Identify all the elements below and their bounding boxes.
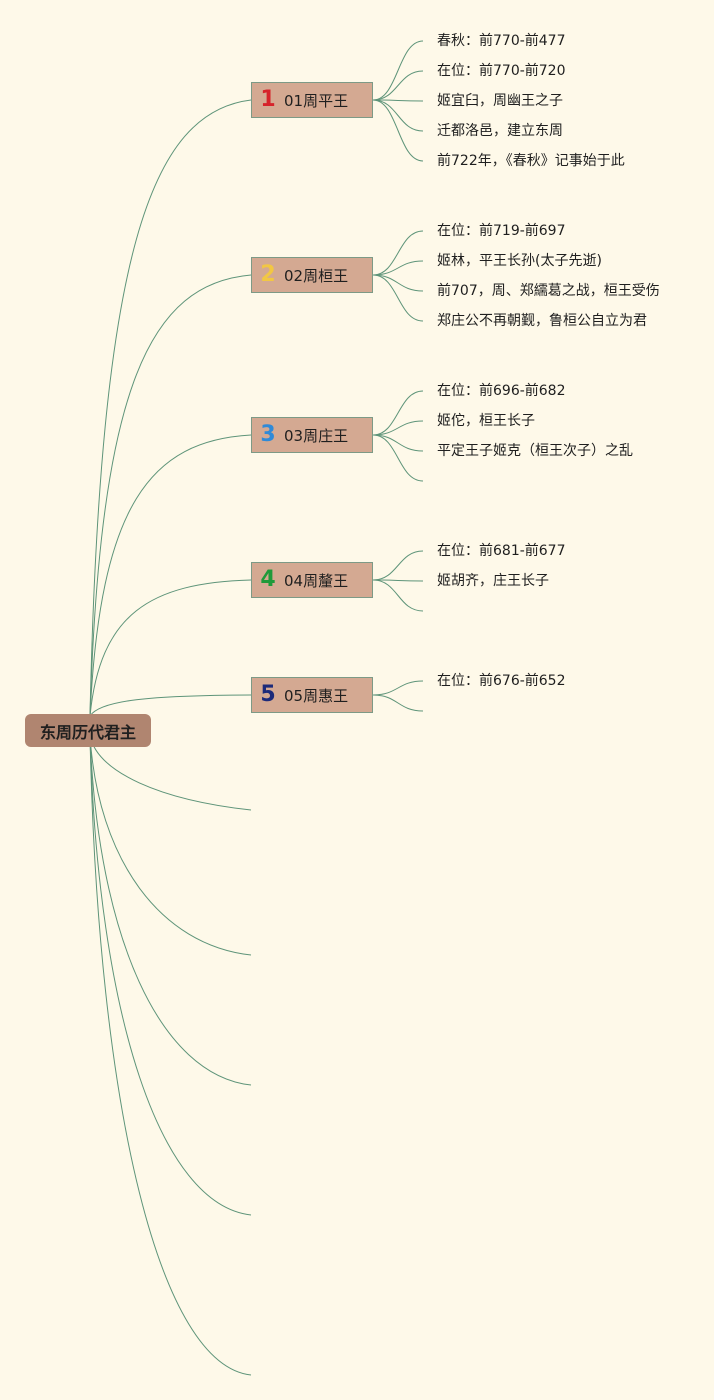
detail-item[interactable]: 在位：前770-前720 <box>437 63 566 79</box>
detail-line <box>372 99 424 102</box>
detail-line <box>372 694 424 712</box>
detail-item[interactable]: 姬宜臼，周幽王之子 <box>437 93 563 109</box>
detail-line <box>372 579 424 582</box>
number-1-icon: 1 <box>260 87 276 112</box>
detail-line <box>372 680 424 696</box>
detail-line <box>372 260 424 276</box>
detail-line <box>372 40 424 101</box>
detail-line <box>372 434 424 482</box>
branch-line <box>89 579 252 717</box>
empty-branch-line <box>89 735 252 1086</box>
detail-item[interactable]: 前722年，《春秋》记事始于此 <box>437 153 625 169</box>
empty-branch-line <box>89 735 252 956</box>
king-label: 03周庄王 <box>284 426 349 445</box>
king-node-huanwang[interactable]: 2 02周桓王 <box>251 257 373 293</box>
detail-item[interactable]: 姬胡齐，庄王长子 <box>437 573 549 589</box>
detail-line <box>372 420 424 436</box>
number-4-icon: 4 <box>260 567 276 592</box>
king-node-huiwang[interactable]: 5 05周惠王 <box>251 677 373 713</box>
empty-branch-line <box>89 735 252 811</box>
empty-branch-line <box>89 735 252 1216</box>
king-label: 04周釐王 <box>284 571 349 590</box>
king-node-xiwang[interactable]: 4 04周釐王 <box>251 562 373 598</box>
detail-item[interactable]: 郑庄公不再朝觐，鲁桓公自立为君 <box>437 313 647 329</box>
detail-line <box>372 274 424 322</box>
detail-line <box>372 99 424 132</box>
detail-line <box>372 70 424 101</box>
detail-line <box>372 579 424 612</box>
king-label: 05周惠王 <box>284 686 349 705</box>
detail-item[interactable]: 平定王子姬克（桓王次子）之乱 <box>437 443 633 459</box>
branch-line <box>89 434 252 717</box>
detail-line <box>372 390 424 436</box>
branch-line <box>89 99 252 717</box>
number-3-icon: 3 <box>260 422 276 447</box>
detail-line <box>372 230 424 276</box>
detail-line <box>372 274 424 292</box>
detail-line <box>372 550 424 581</box>
detail-line <box>372 434 424 452</box>
branch-line <box>89 694 252 717</box>
detail-item[interactable]: 在位：前696-前682 <box>437 383 566 399</box>
number-2-icon: 2 <box>260 262 276 287</box>
detail-item[interactable]: 春秋：前770-前477 <box>437 33 566 49</box>
detail-item[interactable]: 迁都洛邑，建立东周 <box>437 123 563 139</box>
detail-item[interactable]: 在位：前719-前697 <box>437 223 566 239</box>
detail-item[interactable]: 在位：前681-前677 <box>437 543 566 559</box>
detail-item[interactable]: 姬林，平王长孙(太子先逝) <box>437 253 602 269</box>
detail-line <box>372 99 424 162</box>
branch-line <box>89 274 252 717</box>
empty-branch-line <box>89 735 252 1376</box>
detail-item[interactable]: 姬佗，桓王长子 <box>437 413 535 429</box>
root-node[interactable]: 东周历代君主 <box>25 714 151 747</box>
detail-item[interactable]: 在位：前676-前652 <box>437 673 566 689</box>
king-label: 02周桓王 <box>284 266 349 285</box>
king-label: 01周平王 <box>284 91 349 110</box>
detail-item[interactable]: 前707，周、郑繻葛之战，桓王受伤 <box>437 283 660 299</box>
king-node-zhuangwang[interactable]: 3 03周庄王 <box>251 417 373 453</box>
number-5-icon: 5 <box>260 682 276 707</box>
king-node-pingwang[interactable]: 1 01周平王 <box>251 82 373 118</box>
